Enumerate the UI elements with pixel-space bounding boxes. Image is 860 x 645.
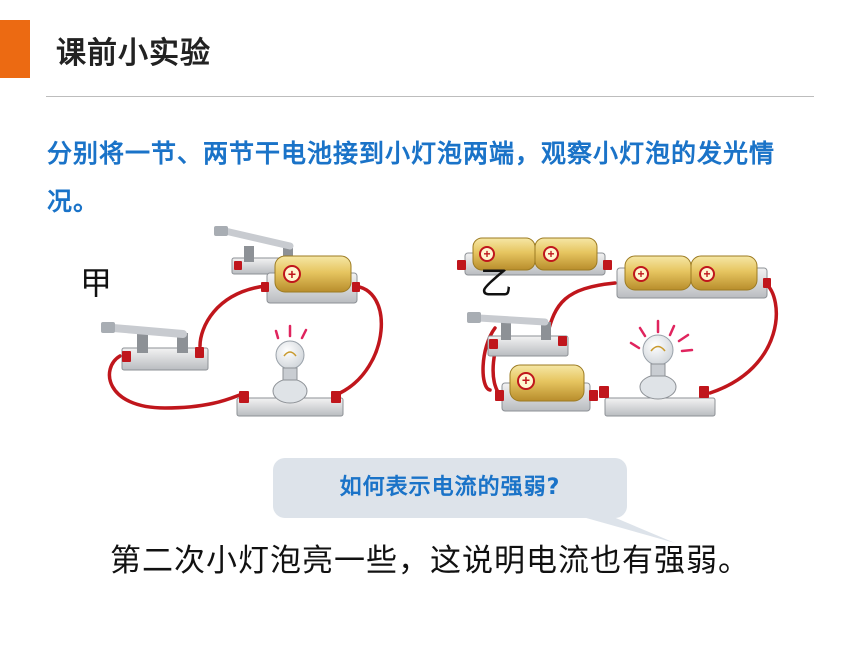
conclusion-text: 第二次小灯泡亮一些，这说明电流也有强弱。 (110, 543, 750, 579)
circuit-b-bulb (599, 319, 716, 417)
circuit-a-wires (107, 284, 384, 410)
battery-plus-mark: + (637, 267, 644, 281)
battery-plus-mark: + (547, 247, 554, 261)
circuit-b-battery-bottom (495, 364, 598, 412)
circuit-label-jia: 甲 (80, 264, 113, 302)
circuit-a: + (101, 226, 384, 417)
page-title: 课前小实验 (56, 36, 211, 71)
battery-plus-mark: + (483, 247, 490, 261)
circuit-b-battery-top (457, 237, 612, 276)
experiment-instruction: 分别将一节、两节干电池接到小灯泡两端，观察小灯泡的发光情况。 (47, 139, 776, 216)
title-accent-bar (0, 20, 30, 78)
battery-plus-mark: + (522, 372, 530, 388)
circuit-b-switch (467, 312, 569, 357)
circuit-label-yi: 乙 (480, 264, 513, 302)
circuit-a-battery: + (261, 255, 360, 304)
title-divider (46, 96, 814, 97)
question-bubble-tail (540, 505, 675, 543)
circuit-a-bulb (236, 324, 344, 417)
battery-plus-mark: + (288, 266, 296, 282)
circuit-b (457, 237, 779, 417)
circuit-a-switch-left (101, 322, 209, 371)
circuit-b-battery-right (616, 255, 771, 299)
circuit-illustration: + (101, 226, 779, 417)
question-text: 如何表示电流的强弱? (339, 475, 561, 500)
battery-plus-mark: + (703, 267, 710, 281)
